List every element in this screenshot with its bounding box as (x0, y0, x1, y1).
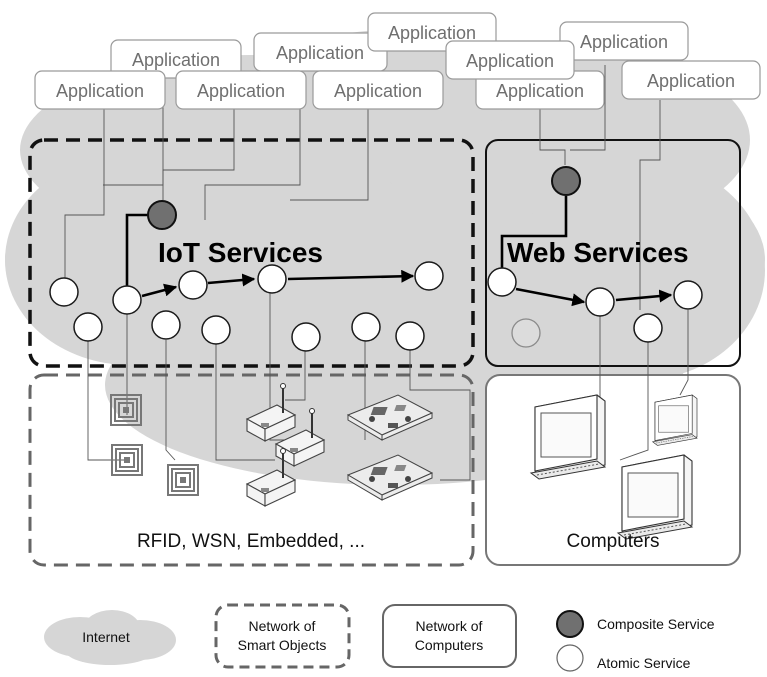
application-box[interactable]: Application (475, 70, 605, 110)
application-box[interactable]: Application (445, 40, 575, 80)
atomic-service-node[interactable] (511, 318, 541, 348)
atomic-service-node[interactable] (487, 267, 517, 297)
atomic-service-node[interactable] (112, 285, 142, 315)
web-services-region (485, 139, 741, 367)
iot-services-region (28, 138, 475, 368)
smart-objects-region (28, 373, 475, 567)
atomic-service-node[interactable] (585, 287, 615, 317)
computer-icon (530, 394, 606, 480)
legend: Internet Network of Smart Objects Networ… (44, 603, 715, 672)
computers-caption: Computers (567, 531, 660, 552)
application-label: Application (466, 51, 554, 71)
composite-service-node[interactable] (551, 166, 581, 196)
svg-text:Internet: Internet (82, 629, 130, 645)
application-label: Application (276, 43, 364, 63)
application-label: Application (334, 81, 422, 101)
application-label: Application (132, 50, 220, 70)
application-box[interactable]: Application (312, 70, 444, 110)
atomic-service-node[interactable] (49, 277, 79, 307)
rfid-tag-icon (111, 444, 143, 476)
svg-text:Atomic Service: Atomic Service (597, 655, 691, 671)
svg-text:Smart Objects: Smart Objects (238, 637, 327, 653)
application-label: Application (56, 81, 144, 101)
application-label: Application (496, 81, 584, 101)
web-services-label: Web Services (507, 237, 689, 268)
atomic-service-node[interactable] (633, 313, 663, 343)
smart-objects-caption: RFID, WSN, Embedded, ... (137, 531, 365, 552)
atomic-service-node[interactable] (351, 312, 381, 342)
composition-flows (125, 196, 673, 307)
legend-composite: Composite Service (556, 610, 715, 638)
application-box[interactable]: Application (559, 21, 689, 61)
service-nodes (49, 166, 703, 352)
application-box[interactable]: Application (253, 32, 388, 72)
application-box[interactable]: Application (175, 70, 307, 110)
application-label: Application (647, 71, 735, 91)
iot-services-label: IoT Services (158, 237, 323, 268)
computer-icon (617, 454, 693, 540)
legend-atomic: Atomic Service (556, 644, 691, 672)
application-label: Application (580, 32, 668, 52)
rfid-tag-icon (110, 394, 142, 426)
atomic-service-node[interactable] (673, 280, 703, 310)
atomic-service-node[interactable] (178, 270, 208, 300)
atomic-service-node[interactable] (257, 264, 287, 294)
application-box[interactable]: Application (367, 12, 497, 52)
atomic-service-node[interactable] (151, 310, 181, 340)
atomic-service-node[interactable] (291, 322, 321, 352)
svg-text:Network of: Network of (249, 618, 316, 634)
computer-icon (652, 394, 698, 446)
application-boxes: Application Application Application Appl… (34, 12, 761, 110)
atomic-service-node[interactable] (395, 321, 425, 351)
rfid-tag-icon (167, 464, 199, 496)
legend-internet: Internet (44, 610, 176, 665)
composite-service-node[interactable] (147, 200, 177, 230)
application-label: Application (197, 81, 285, 101)
svg-text:Network of: Network of (416, 618, 483, 634)
legend-smart-objects: Network of Smart Objects (214, 603, 351, 669)
atomic-service-node[interactable] (201, 315, 231, 345)
legend-computers: Network of Computers (382, 604, 517, 668)
svg-text:Composite Service: Composite Service (597, 616, 715, 632)
application-box[interactable]: Application (34, 70, 166, 110)
svg-text:Computers: Computers (415, 637, 483, 653)
atomic-service-node[interactable] (414, 261, 444, 291)
atomic-service-node[interactable] (73, 312, 103, 342)
application-box[interactable]: Application (621, 60, 761, 100)
application-label: Application (388, 23, 476, 43)
